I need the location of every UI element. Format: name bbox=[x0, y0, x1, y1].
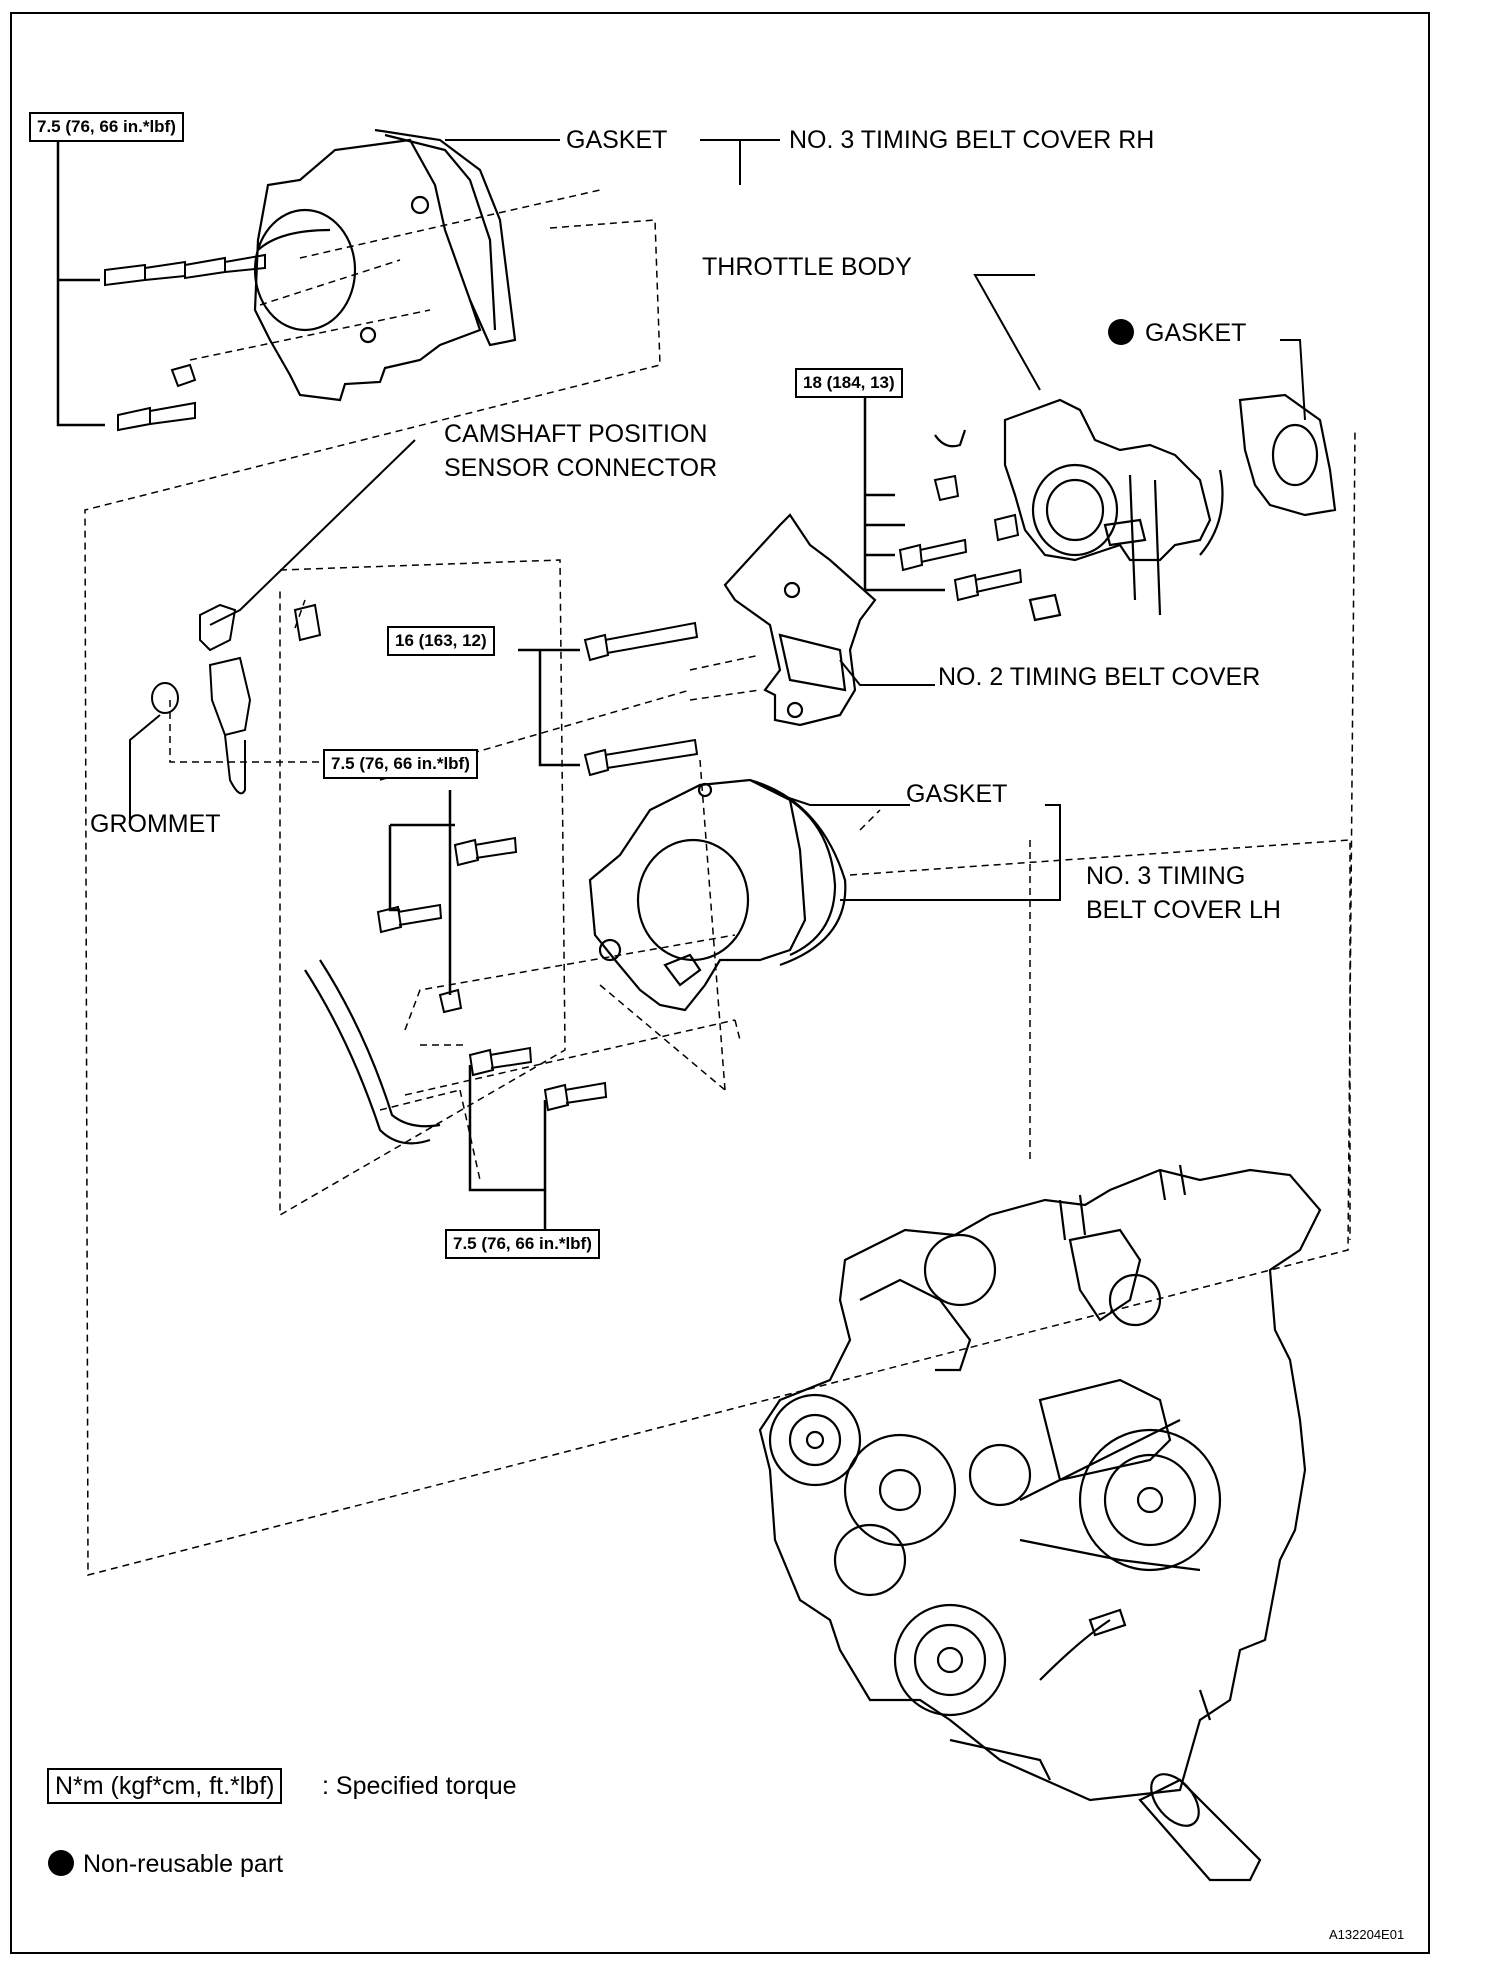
cover-lh-part bbox=[588, 778, 847, 1012]
torque-throttle: 18 (184, 13) bbox=[795, 368, 903, 398]
label-grommet: GROMMET bbox=[90, 810, 221, 838]
label-cam-sensor-line2: SENSOR CONNECTOR bbox=[444, 454, 718, 482]
cover-rh-part bbox=[253, 128, 517, 402]
legend-torque-desc: : Specified torque bbox=[322, 1772, 517, 1800]
engine-assembly bbox=[758, 1164, 1322, 1882]
cover-no2-part bbox=[723, 513, 877, 727]
nonreusable-dot-icon bbox=[1108, 319, 1134, 345]
torque-rh-cover: 7.5 (76, 66 in.*lbf) bbox=[29, 112, 184, 142]
legend-nonreusable-dot-icon bbox=[48, 1850, 74, 1876]
torque-no2-cover: 16 (163, 12) bbox=[387, 626, 495, 656]
label-cover-lh-line1: NO. 3 TIMING bbox=[1086, 862, 1246, 890]
legend-nonreusable-desc: Non-reusable part bbox=[83, 1850, 284, 1878]
torque-lh-cover-lower: 7.5 (76, 66 in.*lbf) bbox=[445, 1229, 600, 1259]
label-throttle-body: THROTTLE BODY bbox=[702, 253, 912, 281]
bolts-throttle bbox=[898, 474, 1023, 602]
label-cover-rh: NO. 3 TIMING BELT COVER RH bbox=[789, 126, 1155, 154]
throttle-body-part bbox=[934, 398, 1224, 622]
sensor-connector-part bbox=[151, 603, 322, 795]
torque-lh-cover-upper: 7.5 (76, 66 in.*lbf) bbox=[323, 749, 478, 779]
label-gasket-throttle: GASKET bbox=[1145, 319, 1247, 347]
label-cam-sensor-line1: CAMSHAFT POSITION bbox=[444, 420, 708, 448]
label-gasket-rh: GASKET bbox=[566, 126, 668, 154]
legend-torque-box: N*m (kgf*cm, ft.*lbf) bbox=[47, 1768, 283, 1804]
label-gasket-lh: GASKET bbox=[906, 780, 1008, 808]
label-cover-no2: NO. 2 TIMING BELT COVER bbox=[938, 663, 1261, 691]
throttle-gasket-part bbox=[1238, 393, 1337, 517]
bolts-no2 bbox=[583, 621, 699, 777]
dashed-alignment-lines bbox=[84, 189, 1356, 1576]
label-cover-lh-line2: BELT COVER LH bbox=[1086, 896, 1281, 924]
bolts-rh bbox=[104, 253, 266, 432]
figure-code: A132204E01 bbox=[1329, 1927, 1405, 1942]
diagram-frame bbox=[10, 12, 1430, 1954]
hose-part bbox=[304, 959, 441, 1145]
bolts-lh bbox=[376, 836, 608, 1112]
